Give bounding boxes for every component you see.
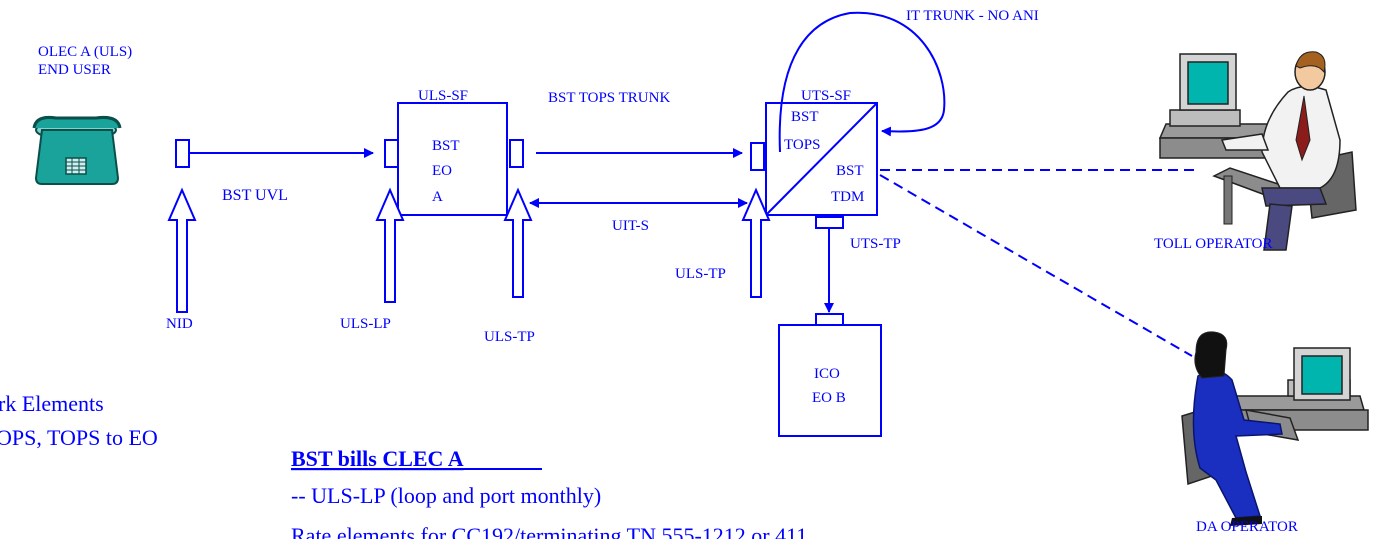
bst-eo-a-box — [398, 103, 507, 215]
eo-left-port — [385, 140, 398, 167]
uls-lp-label: ULS-LP — [340, 316, 391, 332]
ico-label-1: ICO — [814, 366, 840, 382]
nid-pointer-arrow — [169, 190, 195, 312]
uls-sf-label: ULS-SF — [418, 88, 468, 104]
toll-operator-icon — [1160, 52, 1356, 250]
uts-sf-label: UTS-SF — [801, 88, 851, 104]
da-operator-label: DA OPERATOR — [1196, 519, 1298, 535]
network-elements-note: rk Elements — [0, 391, 104, 416]
bill-line-1: -- ULS-LP (loop and port monthly) — [291, 483, 601, 508]
tops-to-eo-note: OPS, TOPS to EO — [0, 425, 158, 450]
tdm-bottom-port — [816, 217, 843, 228]
uls-tp-bottom-label: ULS-TP — [484, 329, 535, 345]
end-user-label: END USER — [38, 62, 111, 78]
olec-a-label: OLEC A (ULS) — [38, 44, 132, 60]
bills-heading: BST bills CLEC A — [291, 446, 464, 471]
uls-tp-pointer-arrow-eo — [505, 190, 531, 297]
ico-label-2: EO B — [812, 390, 846, 406]
bst-eo-label-2: EO — [432, 163, 452, 179]
eo-right-port — [510, 140, 523, 167]
nid-box — [176, 140, 189, 167]
da-operator-icon — [1182, 332, 1368, 526]
bst-eo-label-3: A — [432, 189, 443, 205]
bst-tdm-label-2: TDM — [831, 189, 864, 205]
bst-uvl-label: BST UVL — [222, 187, 288, 204]
ico-top-port — [816, 314, 843, 325]
bst-eo-label-1: BST — [432, 138, 460, 154]
bst-tdm-label-1: BST — [836, 163, 864, 179]
bill-line-2: Rate elements for CC192/terminating TN 5… — [291, 523, 807, 539]
uls-tp-right-label: ULS-TP — [675, 266, 726, 282]
uts-tp-label: UTS-TP — [850, 236, 901, 252]
da-operator-link — [880, 175, 1192, 356]
uit-s-label: UIT-S — [612, 218, 649, 234]
bst-tops-label-2: TOPS — [784, 137, 820, 153]
toll-operator-label: TOLL OPERATOR — [1154, 236, 1272, 252]
telephone-icon — [34, 117, 120, 184]
nid-label: NID — [166, 316, 193, 332]
tops-left-port — [751, 143, 764, 170]
it-trunk-label: IT TRUNK - NO ANI — [906, 8, 1039, 24]
bst-tops-trunk-label: BST TOPS TRUNK — [548, 90, 670, 106]
bst-tops-label-1: BST — [791, 109, 819, 125]
